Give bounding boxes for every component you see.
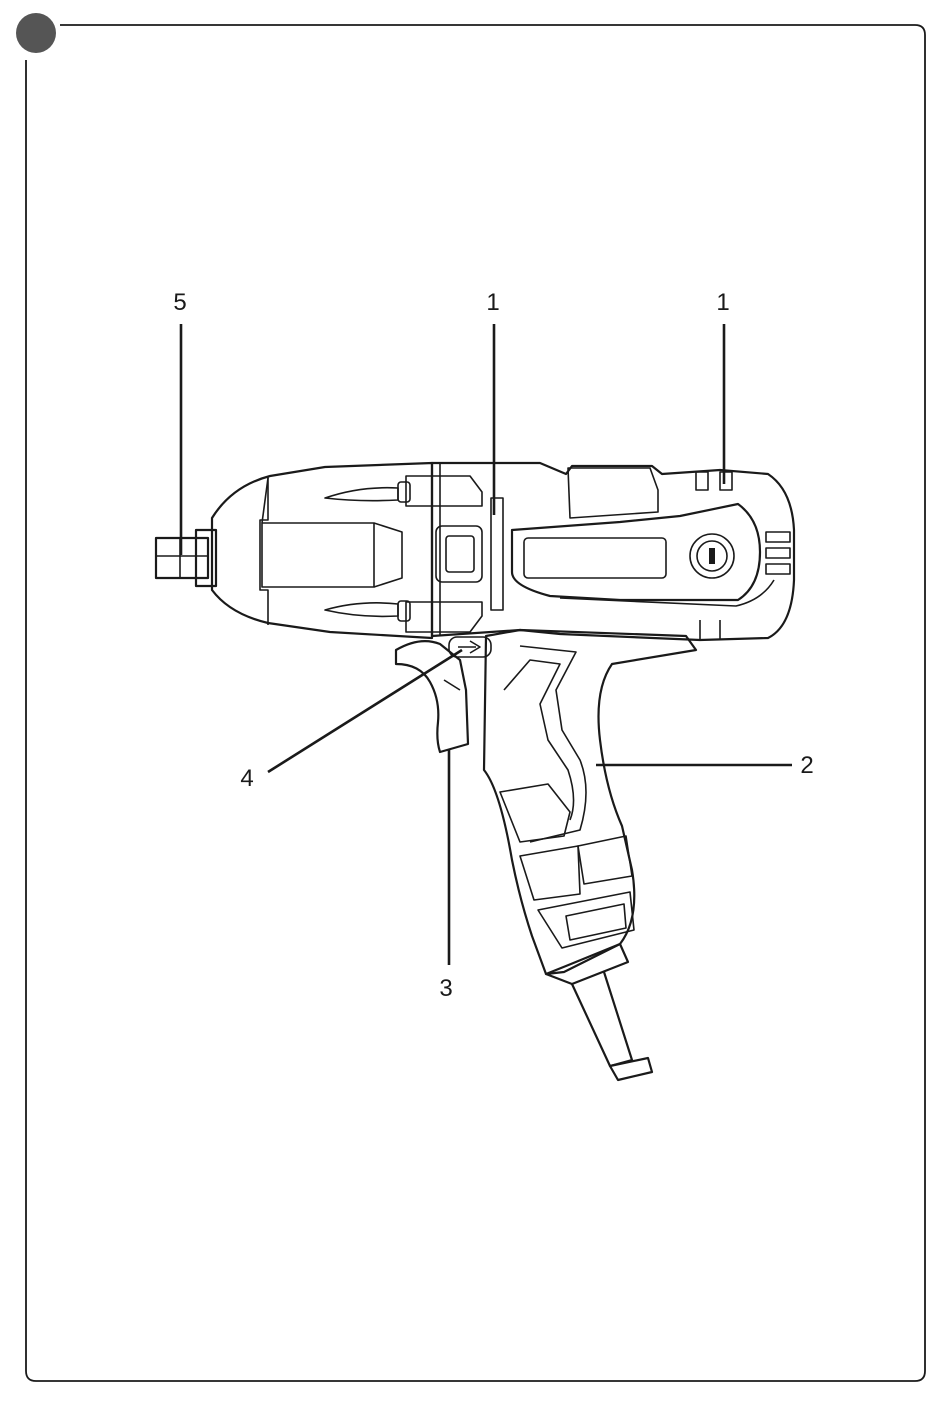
gear-housing [212,463,482,638]
callout-label-trigger: 3 [439,975,452,1002]
page-marker [16,13,56,53]
callout-label-vent-front: 1 [486,289,499,316]
pistol-grip-handle [484,630,696,974]
motor-housing [432,463,794,640]
leader-direction-switch [268,650,462,772]
callout-label-square-drive: 5 [173,289,186,316]
callout-label-direction-switch: 4 [240,765,253,792]
page-border [26,25,925,1381]
power-cord [546,944,652,1080]
callout-label-vent-rear: 1 [716,289,729,316]
square-drive-anvil [156,530,216,586]
callout-label-handle: 2 [800,752,813,779]
